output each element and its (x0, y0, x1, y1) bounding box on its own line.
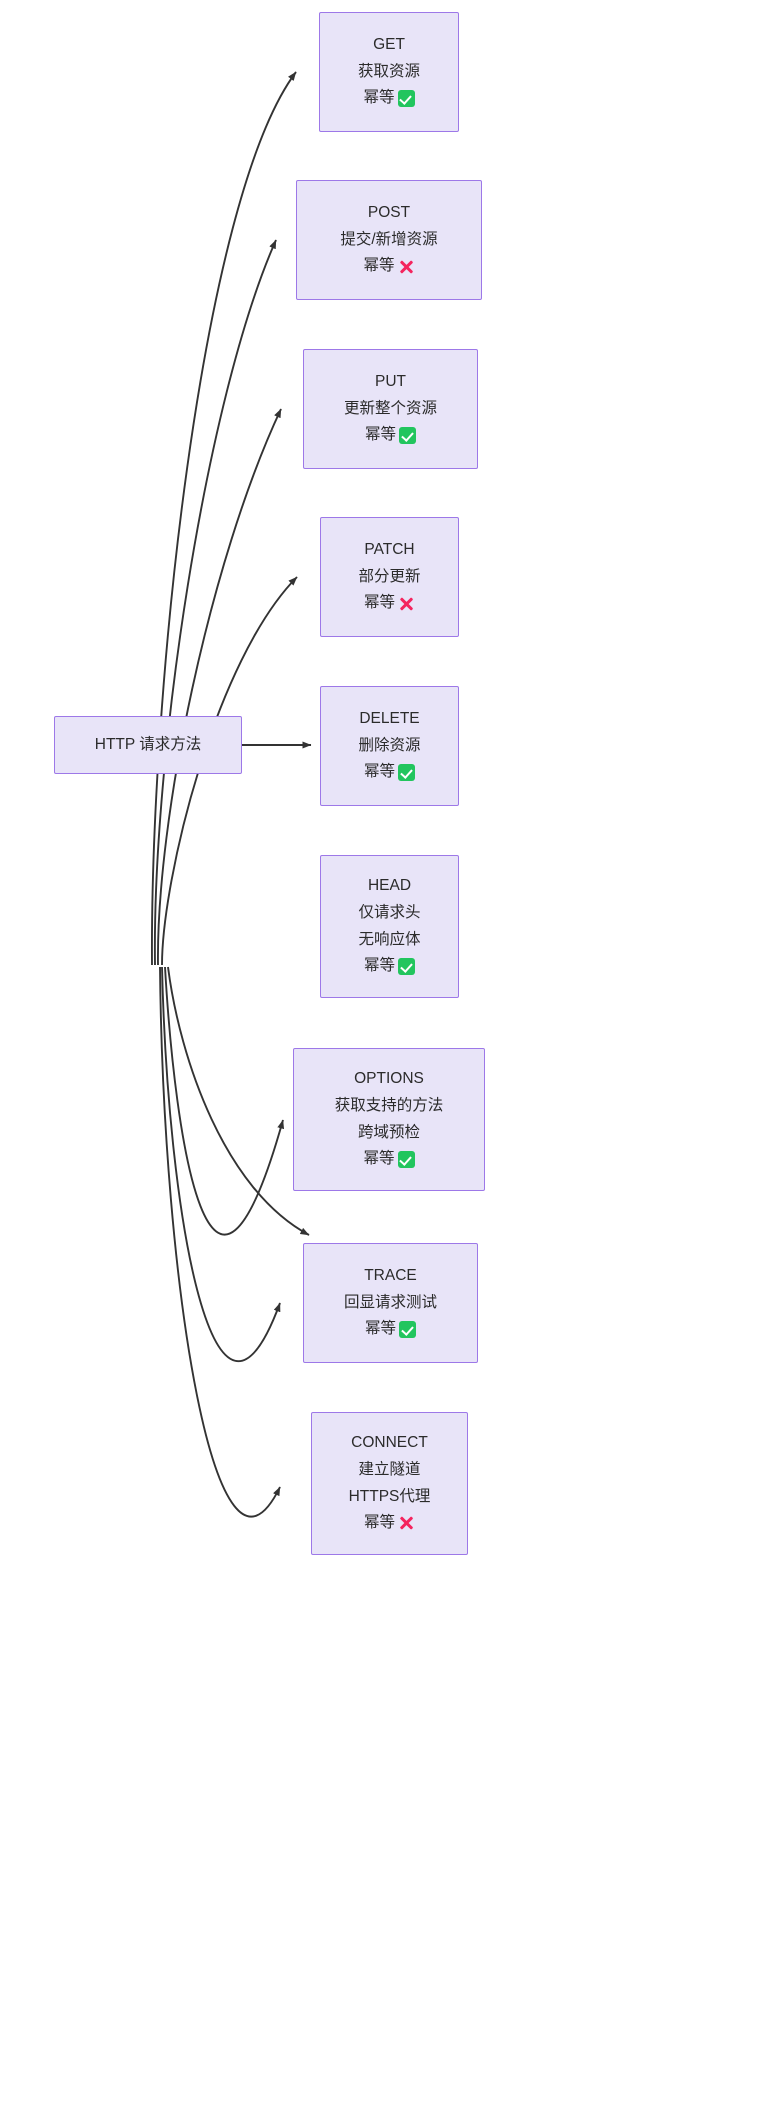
node-get-idempotent-label: 幂等 (363, 89, 395, 107)
node-trace-idempotent: 幂等 (365, 1316, 416, 1343)
node-patch[interactable]: PATCH 部分更新 幂等 (320, 517, 459, 637)
node-put-idempotent-label: 幂等 (364, 426, 396, 444)
node-get-desc1: 获取资源 (357, 62, 420, 80)
node-trace[interactable]: TRACE 回显请求测试 幂等 (303, 1243, 478, 1363)
edge-root-to-head (167, 966, 310, 1236)
node-patch-method: PATCH (364, 541, 415, 559)
node-options-method: OPTIONS (354, 1070, 424, 1088)
node-connect-desc2: HTTPS代理 (348, 1487, 431, 1505)
edge-root-to-get (151, 71, 297, 966)
node-head[interactable]: HEAD 仅请求头 无响应体 幂等 (320, 855, 459, 998)
node-root[interactable]: HTTP 请求方法 (54, 716, 242, 774)
node-get-idempotent: 幂等 (363, 85, 415, 112)
node-delete-idempotent-label: 幂等 (363, 763, 395, 781)
edge-root-to-trace (161, 966, 281, 1363)
node-put[interactable]: PUT 更新整个资源 幂等 (303, 349, 478, 469)
root-label: HTTP 请求方法 (94, 735, 202, 753)
node-patch-desc1: 部分更新 (358, 567, 421, 585)
node-options-idempotent: 幂等 (363, 1146, 415, 1173)
node-patch-idempotent: 幂等 (364, 590, 415, 617)
node-connect-idempotent-label: 幂等 (363, 1514, 395, 1532)
node-patch-idempotent-label: 幂等 (363, 594, 395, 612)
node-head-idempotent: 幂等 (364, 953, 415, 980)
node-put-idempotent: 幂等 (365, 422, 416, 449)
node-post-idempotent-label: 幂等 (363, 257, 395, 275)
node-delete-idempotent: 幂等 (364, 759, 415, 786)
node-get[interactable]: GET 获取资源 幂等 (319, 12, 459, 132)
check-icon (398, 764, 415, 782)
node-trace-desc1: 回显请求测试 (343, 1293, 437, 1311)
node-put-desc1: 更新整个资源 (343, 399, 437, 417)
cross-icon (398, 595, 415, 612)
node-connect[interactable]: CONNECT 建立隧道 HTTPS代理 幂等 (311, 1412, 468, 1555)
check-icon (399, 427, 416, 445)
check-icon (399, 1321, 416, 1339)
check-icon (397, 90, 415, 108)
node-post-idempotent: 幂等 (363, 253, 414, 280)
node-trace-method: TRACE (364, 1267, 417, 1285)
node-post-method: POST (367, 204, 411, 222)
cross-icon (398, 258, 415, 275)
edge-root-to-connect (159, 966, 281, 1518)
node-head-method: HEAD (367, 877, 412, 895)
node-connect-desc1: 建立隧道 (358, 1460, 421, 1478)
edge-root-to-post (153, 239, 277, 966)
node-get-method: GET (373, 36, 405, 54)
node-head-desc1: 仅请求头 (358, 903, 421, 921)
node-options[interactable]: OPTIONS 获取支持的方法 跨域预检 幂等 (293, 1048, 485, 1191)
node-connect-idempotent: 幂等 (364, 1510, 415, 1537)
node-head-desc2: 无响应体 (358, 930, 421, 948)
edge-root-to-put (157, 408, 282, 966)
edge-root-to-options (164, 966, 285, 1236)
node-delete[interactable]: DELETE 删除资源 幂等 (320, 686, 459, 806)
node-options-desc1: 获取支持的方法 (334, 1096, 444, 1114)
node-post[interactable]: POST 提交/新增资源 幂等 (296, 180, 482, 300)
node-delete-method: DELETE (359, 710, 420, 728)
check-icon (397, 1150, 415, 1168)
node-delete-desc1: 删除资源 (358, 736, 421, 754)
node-connect-method: CONNECT (351, 1434, 428, 1452)
node-trace-idempotent-label: 幂等 (364, 1320, 396, 1338)
node-put-method: PUT (375, 373, 406, 391)
node-options-desc2: 跨域预检 (357, 1123, 420, 1141)
node-post-desc1: 提交/新增资源 (340, 230, 438, 248)
node-head-idempotent-label: 幂等 (363, 957, 395, 975)
node-options-idempotent-label: 幂等 (363, 1150, 395, 1168)
cross-icon (398, 1515, 415, 1532)
check-icon (398, 957, 415, 975)
